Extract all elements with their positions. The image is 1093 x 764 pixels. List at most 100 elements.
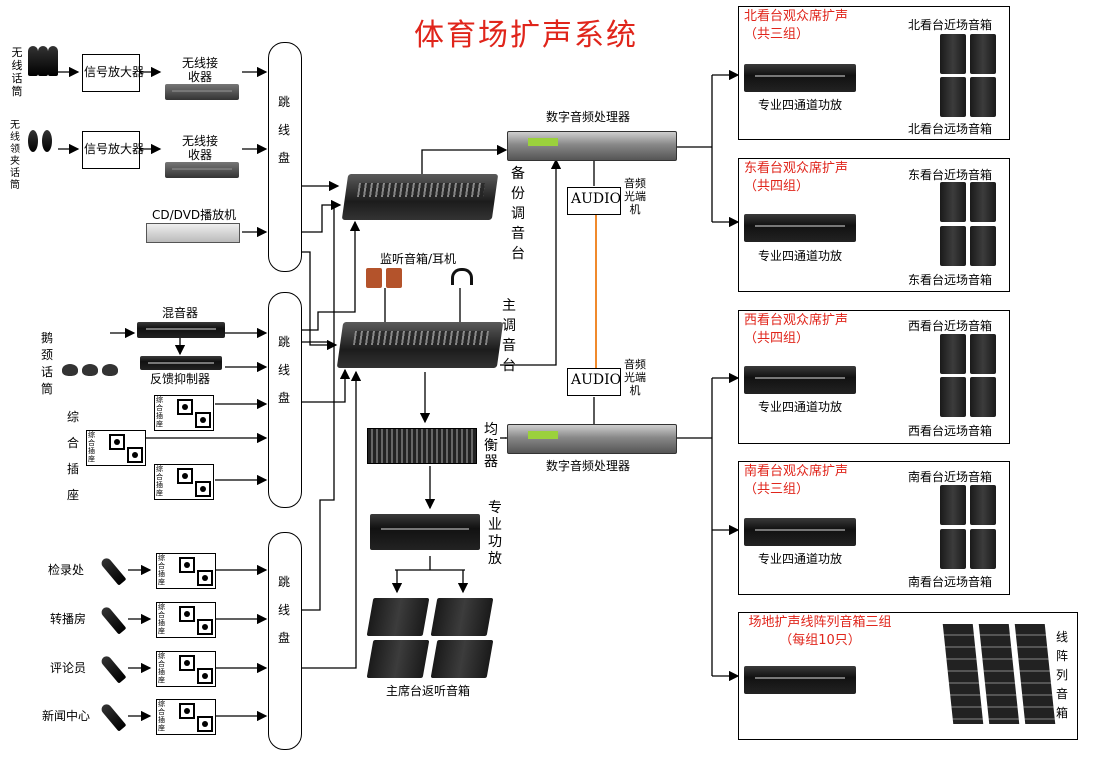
zone-south-title: 南看台观众席扩声（共三组） [744, 464, 849, 497]
zone-east-amp [744, 214, 856, 242]
wireless-mic-label: 无线话筒 [11, 46, 23, 98]
zone-speaker [940, 377, 966, 417]
monitor-speaker-icon [386, 268, 402, 288]
zone-north-amp [744, 64, 856, 92]
zone-west-amp [744, 366, 856, 394]
zone-field-amp [744, 666, 856, 694]
handheld-mic-icon [48, 46, 58, 76]
zone-east-near: 东看台近场音箱 [908, 168, 993, 182]
gooseneck-mic-icon [82, 364, 98, 376]
jumper-panel-2 [268, 292, 302, 508]
main-console-label: 主调音台 [502, 298, 516, 374]
location-label: 转播房 [50, 612, 87, 626]
audio-label-top: AUDIO [571, 191, 622, 207]
line-array-label: 线阵列音箱 [1055, 630, 1068, 720]
signal-amplifier-1 [82, 54, 140, 92]
zone-speaker [940, 182, 966, 222]
gooseneck-mic-icon [102, 364, 118, 376]
zone-speaker [970, 226, 996, 266]
feedback-suppressor-label: 反馈抑制器 [150, 372, 211, 386]
optical-converter-top-label: 音频光端机 [624, 177, 646, 216]
jumper-panel-3-label: 跳线盘 [277, 575, 290, 645]
zone-speaker [940, 334, 966, 374]
zone-north-title: 北看台观众席扩声（共三组） [744, 9, 849, 42]
handheld-mic-icon [38, 46, 48, 76]
cd-dvd-player [146, 223, 240, 243]
receiver-1-label: 无线接收器 [181, 56, 218, 84]
zone-field-title: 场地扩声线阵列音箱三组（每组10只） [748, 615, 892, 648]
dsp-top-device [507, 131, 677, 161]
equalizer-label: 均衡器 [484, 422, 498, 470]
zone-speaker [940, 529, 966, 569]
zone-speaker [970, 77, 996, 117]
optical-converter-bottom-label: 音频光端机 [624, 358, 646, 397]
zone-speaker [970, 377, 996, 417]
main-console [336, 322, 504, 368]
lavalier-mic-icon [42, 130, 52, 152]
pro-amplifier-device [370, 514, 480, 550]
pro-amplifier-label: 专业功放 [488, 500, 502, 567]
zone-north-near: 北看台近场音箱 [908, 18, 993, 32]
zone-south-amp-label: 专业四通道功放 [758, 552, 843, 566]
zone-south-near: 南看台近场音箱 [908, 470, 993, 484]
zone-east-title: 东看台观众席扩声（共四组） [744, 161, 849, 194]
feedback-suppressor-device [140, 356, 222, 370]
outlet-panel: 综合插座 [156, 602, 216, 638]
outlet-panel: 综合插座 [156, 553, 216, 589]
jumper-panel-3 [268, 532, 302, 750]
stage-monitor-speaker [366, 640, 430, 678]
zone-speaker [970, 485, 996, 525]
zone-south-amp [744, 518, 856, 546]
location-label: 检录处 [48, 563, 85, 577]
zone-east-amp-label: 专业四通道功放 [758, 249, 843, 263]
receiver-1-device [165, 84, 239, 100]
outlet-panel: 综合插座 [156, 699, 216, 735]
dsp-top-label: 数字音频处理器 [546, 110, 631, 124]
outlet-panel: 综合插座 [154, 464, 214, 500]
dsp-bottom-label: 数字音频处理器 [546, 459, 631, 473]
mixer-label: 混音器 [162, 306, 199, 320]
zone-speaker [940, 226, 966, 266]
receiver-2-label: 无线接收器 [181, 134, 218, 162]
gooseneck-label: 鹅颈话筒 [40, 331, 53, 396]
stage-monitor-label: 主席台返听音箱 [386, 684, 471, 698]
wireless-lav-label: 无线领夹话筒 [10, 120, 20, 191]
jumper-panel-2-label: 跳线盘 [277, 335, 290, 405]
cd-dvd-label: CD/DVD播放机 [152, 208, 237, 222]
signal-amplifier-1-label: 信号放大器 [84, 65, 145, 79]
zone-east-far: 东看台远场音箱 [908, 273, 993, 287]
headphones-icon [451, 268, 473, 285]
signal-amplifier-2-label: 信号放大器 [84, 142, 145, 156]
location-label: 评论员 [50, 661, 87, 675]
monitor-label: 监听音箱/耳机 [380, 252, 457, 266]
zone-west-title: 西看台观众席扩声（共四组） [744, 313, 849, 346]
handheld-mic-icon [28, 46, 38, 76]
zone-speaker [940, 77, 966, 117]
outlet-group-label: 综合插座 [66, 410, 79, 502]
receiver-2-device [165, 162, 239, 178]
outlet-panel: 综合插座 [156, 651, 216, 687]
stage-monitor-speaker [366, 598, 430, 636]
zone-north-far: 北看台远场音箱 [908, 122, 993, 136]
zone-west-far: 西看台远场音箱 [908, 424, 993, 438]
dsp-bottom-device [507, 424, 677, 454]
zone-south-far: 南看台远场音箱 [908, 575, 993, 589]
page-title: 体育场扩声系统 [414, 18, 638, 53]
jumper-panel-1-label: 跳线盘 [277, 95, 290, 165]
mixer-device [137, 322, 225, 338]
monitor-speaker-icon [366, 268, 382, 288]
zone-west-near: 西看台近场音箱 [908, 319, 993, 333]
zone-speaker [940, 34, 966, 74]
backup-console-label: 备份调音台 [511, 166, 525, 262]
stage-monitor-speaker [430, 598, 494, 636]
zone-speaker [970, 334, 996, 374]
stage-monitor-speaker [430, 640, 494, 678]
audio-label-bottom: AUDIO [571, 372, 622, 388]
jumper-panel-1 [268, 42, 302, 272]
location-label: 新闻中心 [42, 709, 91, 723]
zone-speaker [940, 485, 966, 525]
signal-amplifier-2 [82, 131, 140, 169]
backup-console [341, 174, 499, 220]
optical-converter-top [567, 187, 621, 215]
